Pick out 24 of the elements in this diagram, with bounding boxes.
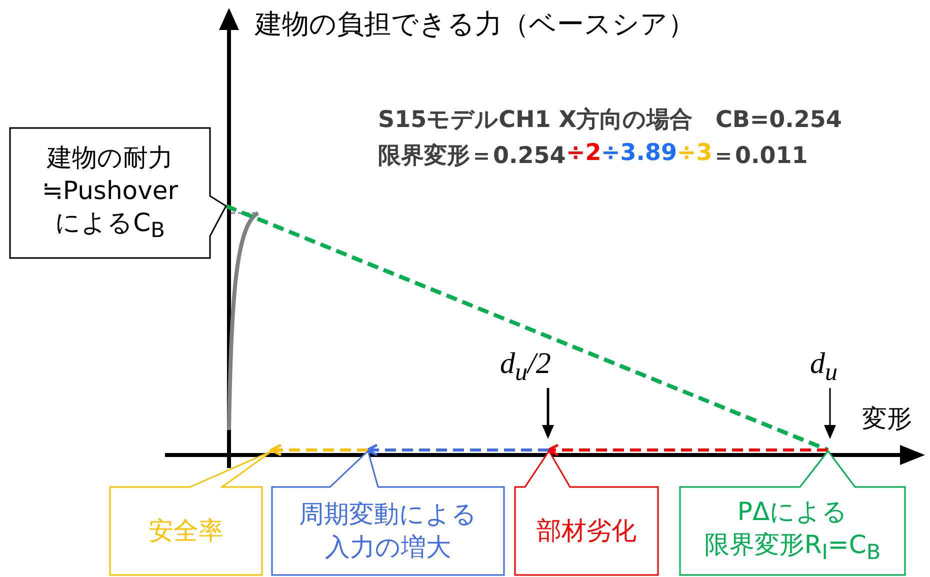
formula-text: 限界変形＝0.254 [378,142,566,171]
dashed-arrow [270,444,368,456]
displacement-label: d$_{u}$ [810,347,838,387]
dashed-arrow [546,444,828,456]
callout-box [10,128,226,258]
formula-text: ÷3 [677,140,712,166]
callout-text: 建物の耐力≒PushoverによるC$_{B}$ [42,142,178,244]
callout-box [110,451,272,575]
axis-title: 建物の負担できる力（ベースシア） [255,8,695,42]
callout-text: 安全率 [148,514,224,547]
callout-box [272,451,504,575]
callout-text: PΔによる限界変形R$_{I}$=C$_{B}$ [704,496,881,566]
displacement-label: d$_{u}$/2 [500,347,551,387]
dashed-arrow [366,444,549,456]
axis-label: 変形 [862,403,912,435]
formula-text: ÷3.89 [601,140,678,166]
callout-box [515,451,658,575]
formula-text: ＝0.011 [712,142,808,171]
dashed-line [225,204,829,452]
model-note: S15モデルCH1 X方向の場合 CB=0.254 [378,106,842,135]
callout-box [680,451,905,575]
formula-text: ÷2 [566,140,602,166]
callout-text: 周期変動による入力の増大 [299,498,477,563]
callout-text: 部材劣化 [536,514,636,547]
